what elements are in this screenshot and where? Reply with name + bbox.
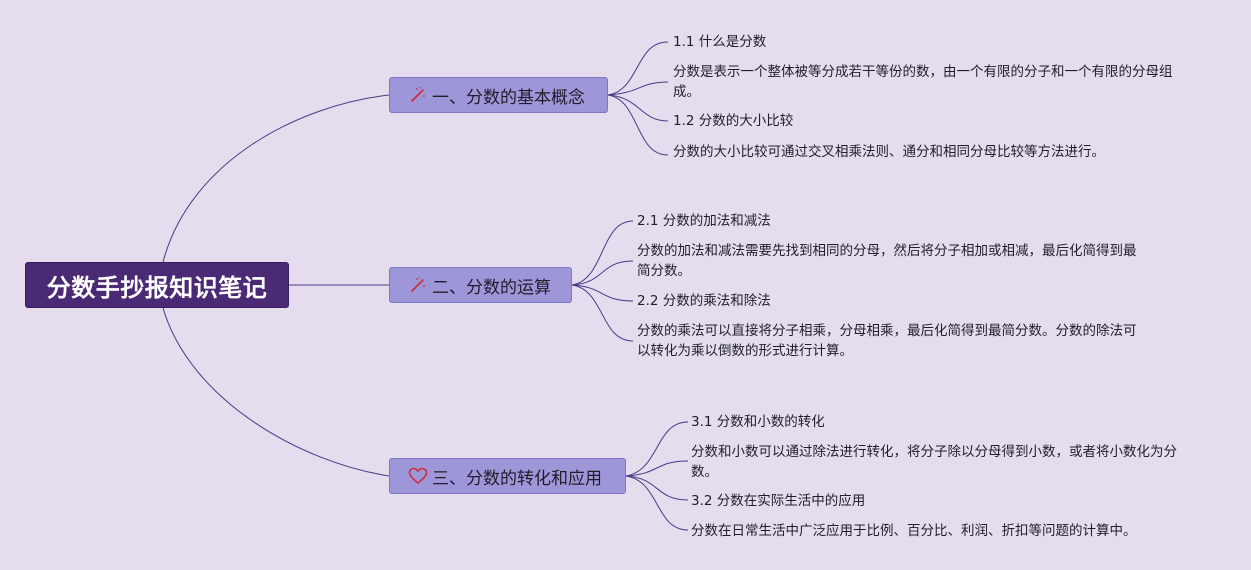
connector-b2-leaf-2 xyxy=(571,260,634,286)
connector-b2-leaf-3 xyxy=(571,284,634,302)
leaf-heading-2-2: 2.2 分数的乘法和除法 xyxy=(637,293,771,309)
connector-b1-leaf-1 xyxy=(607,41,669,96)
root-title: 分数手抄报知识笔记 xyxy=(46,273,268,302)
magic-wand-icon xyxy=(408,85,428,105)
connector-b3-leaf-3 xyxy=(625,475,689,501)
leaf-text-1-2: 分数的大小比较可通过交叉相乘法则、通分和相同分母比较等方法进行。 xyxy=(673,144,1105,160)
leaf-heading-1-2: 1.2 分数的大小比较 xyxy=(673,113,794,129)
root-topic[interactable]: 分数手抄报知识笔记 xyxy=(25,262,289,308)
connector-root-branch-3 xyxy=(162,307,390,477)
branch-operations[interactable]: 二、分数的运算 xyxy=(389,267,572,303)
connector-b3-leaf-4 xyxy=(625,475,689,531)
connector-root-branch-1 xyxy=(162,94,390,263)
leaf-heading-1-1: 1.1 什么是分数 xyxy=(673,34,767,50)
connector-b2-leaf-1 xyxy=(571,220,634,286)
leaf-text-3-2: 分数在日常生活中广泛应用于比例、百分比、利润、折扣等问题的计算中。 xyxy=(691,523,1137,539)
leaf-heading-3-1: 3.1 分数和小数的转化 xyxy=(691,414,825,430)
leaf-text-2-2: 分数的乘法可以直接将分子相乘，分母相乘，最后化简得到最简分数。分数的除法可以转化… xyxy=(637,323,1137,359)
connector-b1-leaf-4 xyxy=(607,94,669,156)
connector-b3-leaf-1 xyxy=(625,421,689,477)
branch-label: 一、分数的基本概念 xyxy=(432,87,585,108)
leaf-heading-2-1: 2.1 分数的加法和减法 xyxy=(637,213,771,229)
connector-b1-leaf-3 xyxy=(607,94,669,122)
leaf-text-2-1: 分数的加法和减法需要先找到相同的分母，然后将分子相加或相减，最后化简得到最简分数… xyxy=(637,243,1137,279)
connector-b3-leaf-2 xyxy=(625,460,689,477)
branch-basic-concepts[interactable]: 一、分数的基本概念 xyxy=(389,77,608,113)
leaf-heading-3-2: 3.2 分数在实际生活中的应用 xyxy=(691,493,866,509)
leaf-text-3-1: 分数和小数可以通过除法进行转化，将分子除以分母得到小数，或者将小数化为分数。 xyxy=(691,444,1177,480)
leaf-text-1-1: 分数是表示一个整体被等分成若干等份的数，由一个有限的分子和一个有限的分母组成。 xyxy=(673,64,1173,100)
magic-wand-icon xyxy=(408,275,428,295)
branch-label: 二、分数的运算 xyxy=(432,277,551,298)
connector-b2-leaf-4 xyxy=(571,284,634,342)
branch-conversion-application[interactable]: 三、分数的转化和应用 xyxy=(389,458,626,494)
branch-label: 三、分数的转化和应用 xyxy=(432,468,602,489)
heart-icon xyxy=(408,466,428,486)
connector-b1-leaf-2 xyxy=(607,81,669,96)
